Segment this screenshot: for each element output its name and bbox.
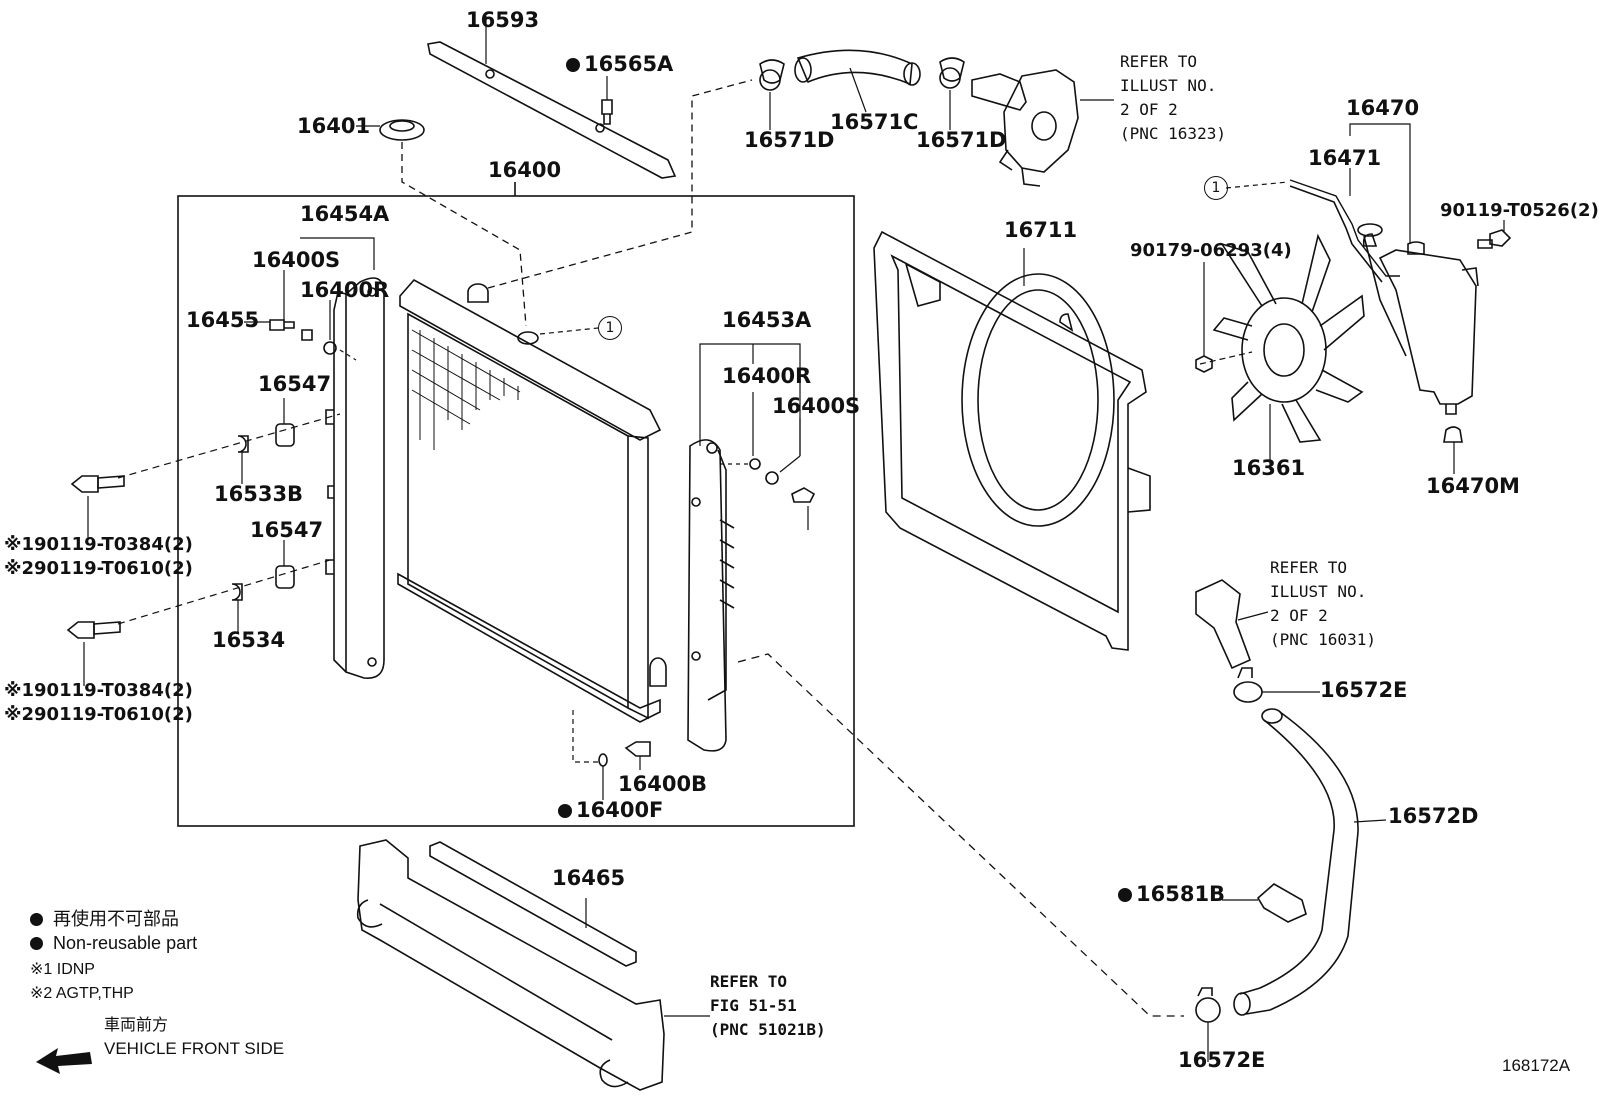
bullet-dot-icon	[30, 937, 43, 950]
part-16711[interactable]: 16711	[1004, 218, 1078, 242]
upper-support-bracket	[427, 16, 677, 179]
right-side-tank	[687, 439, 735, 752]
part-16572D[interactable]: 16572D	[1388, 804, 1479, 828]
vehicle-front-jp: 車両前方	[104, 1017, 169, 1034]
part-16572E-lower[interactable]: 16572E	[1178, 1048, 1266, 1072]
non-reusable-dot-icon	[558, 804, 572, 818]
coolant-reservoir	[1362, 233, 1479, 415]
part-16547-lower[interactable]: 16547	[250, 518, 324, 542]
non-reusable-dot-icon	[1118, 888, 1132, 902]
front-arrow-icon	[36, 1048, 92, 1074]
part-16572E-upper[interactable]: 16572E	[1320, 678, 1408, 702]
part-16400[interactable]: 16400	[488, 158, 562, 182]
refer-illust-16323[interactable]: REFER TO ILLUST NO. 2 OF 2 (PNC 16323)	[1120, 52, 1226, 143]
part-16361[interactable]: 16361	[1232, 456, 1306, 480]
part-16565A[interactable]: 16565A	[566, 54, 673, 75]
part-16454A[interactable]: 16454A	[300, 202, 390, 226]
bolt-idnp-lower[interactable]: ※190119-T0384(2)	[4, 680, 193, 701]
part-16401[interactable]: 16401	[297, 114, 371, 138]
lower-radiator-hose	[1233, 708, 1359, 1016]
cooling-fan	[1212, 233, 1365, 470]
part-16400S-left[interactable]: 16400S	[252, 248, 341, 272]
part-16471[interactable]: 16471	[1308, 146, 1382, 170]
fan-shroud	[873, 230, 1151, 651]
radiator-core	[397, 278, 667, 723]
part-16470[interactable]: 16470	[1346, 96, 1420, 120]
part-16534[interactable]: 16534	[212, 628, 286, 652]
legend-note-2: ※2 AGTP,THP	[30, 985, 134, 1002]
part-16581B[interactable]: 16581B	[1118, 884, 1225, 905]
bolt-agtp-lower[interactable]: ※290119-T0610(2)	[4, 704, 193, 725]
part-16400R-left[interactable]: 16400R	[300, 278, 390, 302]
ref-circle-1-radiator: 1	[598, 316, 622, 340]
part-16470M[interactable]: 16470M	[1426, 474, 1520, 498]
legend-note-1: ※1 IDNP	[30, 961, 95, 978]
figure-id: 168172A	[1502, 1056, 1571, 1075]
vehicle-front-en: VEHICLE FRONT SIDE	[104, 1039, 285, 1058]
bolt-idnp-upper[interactable]: ※190119-T0384(2)	[4, 534, 193, 555]
part-90179-06293[interactable]: 90179-06293(4)	[1130, 240, 1292, 261]
part-16571D-right[interactable]: 16571D	[916, 128, 1007, 152]
legend-en: Non-reusable part	[30, 934, 197, 952]
part-16465[interactable]: 16465	[552, 866, 626, 890]
part-16453A[interactable]: 16453A	[722, 308, 812, 332]
non-reusable-dot-icon	[566, 58, 580, 72]
part-16571D-left[interactable]: 16571D	[744, 128, 835, 152]
part-16571C[interactable]: 16571C	[830, 110, 919, 134]
refer-fig-51-51[interactable]: REFER TO FIG 51-51 (PNC 51021B)	[710, 972, 826, 1039]
part-90119-T0526[interactable]: 90119-T0526(2)	[1440, 200, 1599, 221]
legend-jp: 再使用不可部品	[30, 910, 179, 928]
bolt-agtp-upper[interactable]: ※290119-T0610(2)	[4, 558, 193, 579]
part-16547-upper[interactable]: 16547	[258, 372, 332, 396]
refer-illust-16031[interactable]: REFER TO ILLUST NO. 2 OF 2 (PNC 16031)	[1270, 558, 1376, 649]
part-16400B[interactable]: 16400B	[618, 772, 708, 796]
part-16400R-right[interactable]: 16400R	[722, 364, 812, 388]
ref-circle-1-hose: 1	[1204, 176, 1228, 200]
part-16400S-right[interactable]: 16400S	[772, 394, 861, 418]
part-16400F[interactable]: 16400F	[558, 800, 663, 821]
part-16455[interactable]: 16455	[186, 308, 260, 332]
part-16593[interactable]: 16593	[466, 8, 540, 32]
left-side-tank	[325, 277, 385, 679]
lower-support-bracket	[356, 839, 710, 1091]
radiator-assembly-box	[177, 195, 855, 827]
bullet-dot-icon	[30, 913, 43, 926]
part-16533B[interactable]: 16533B	[214, 482, 304, 506]
